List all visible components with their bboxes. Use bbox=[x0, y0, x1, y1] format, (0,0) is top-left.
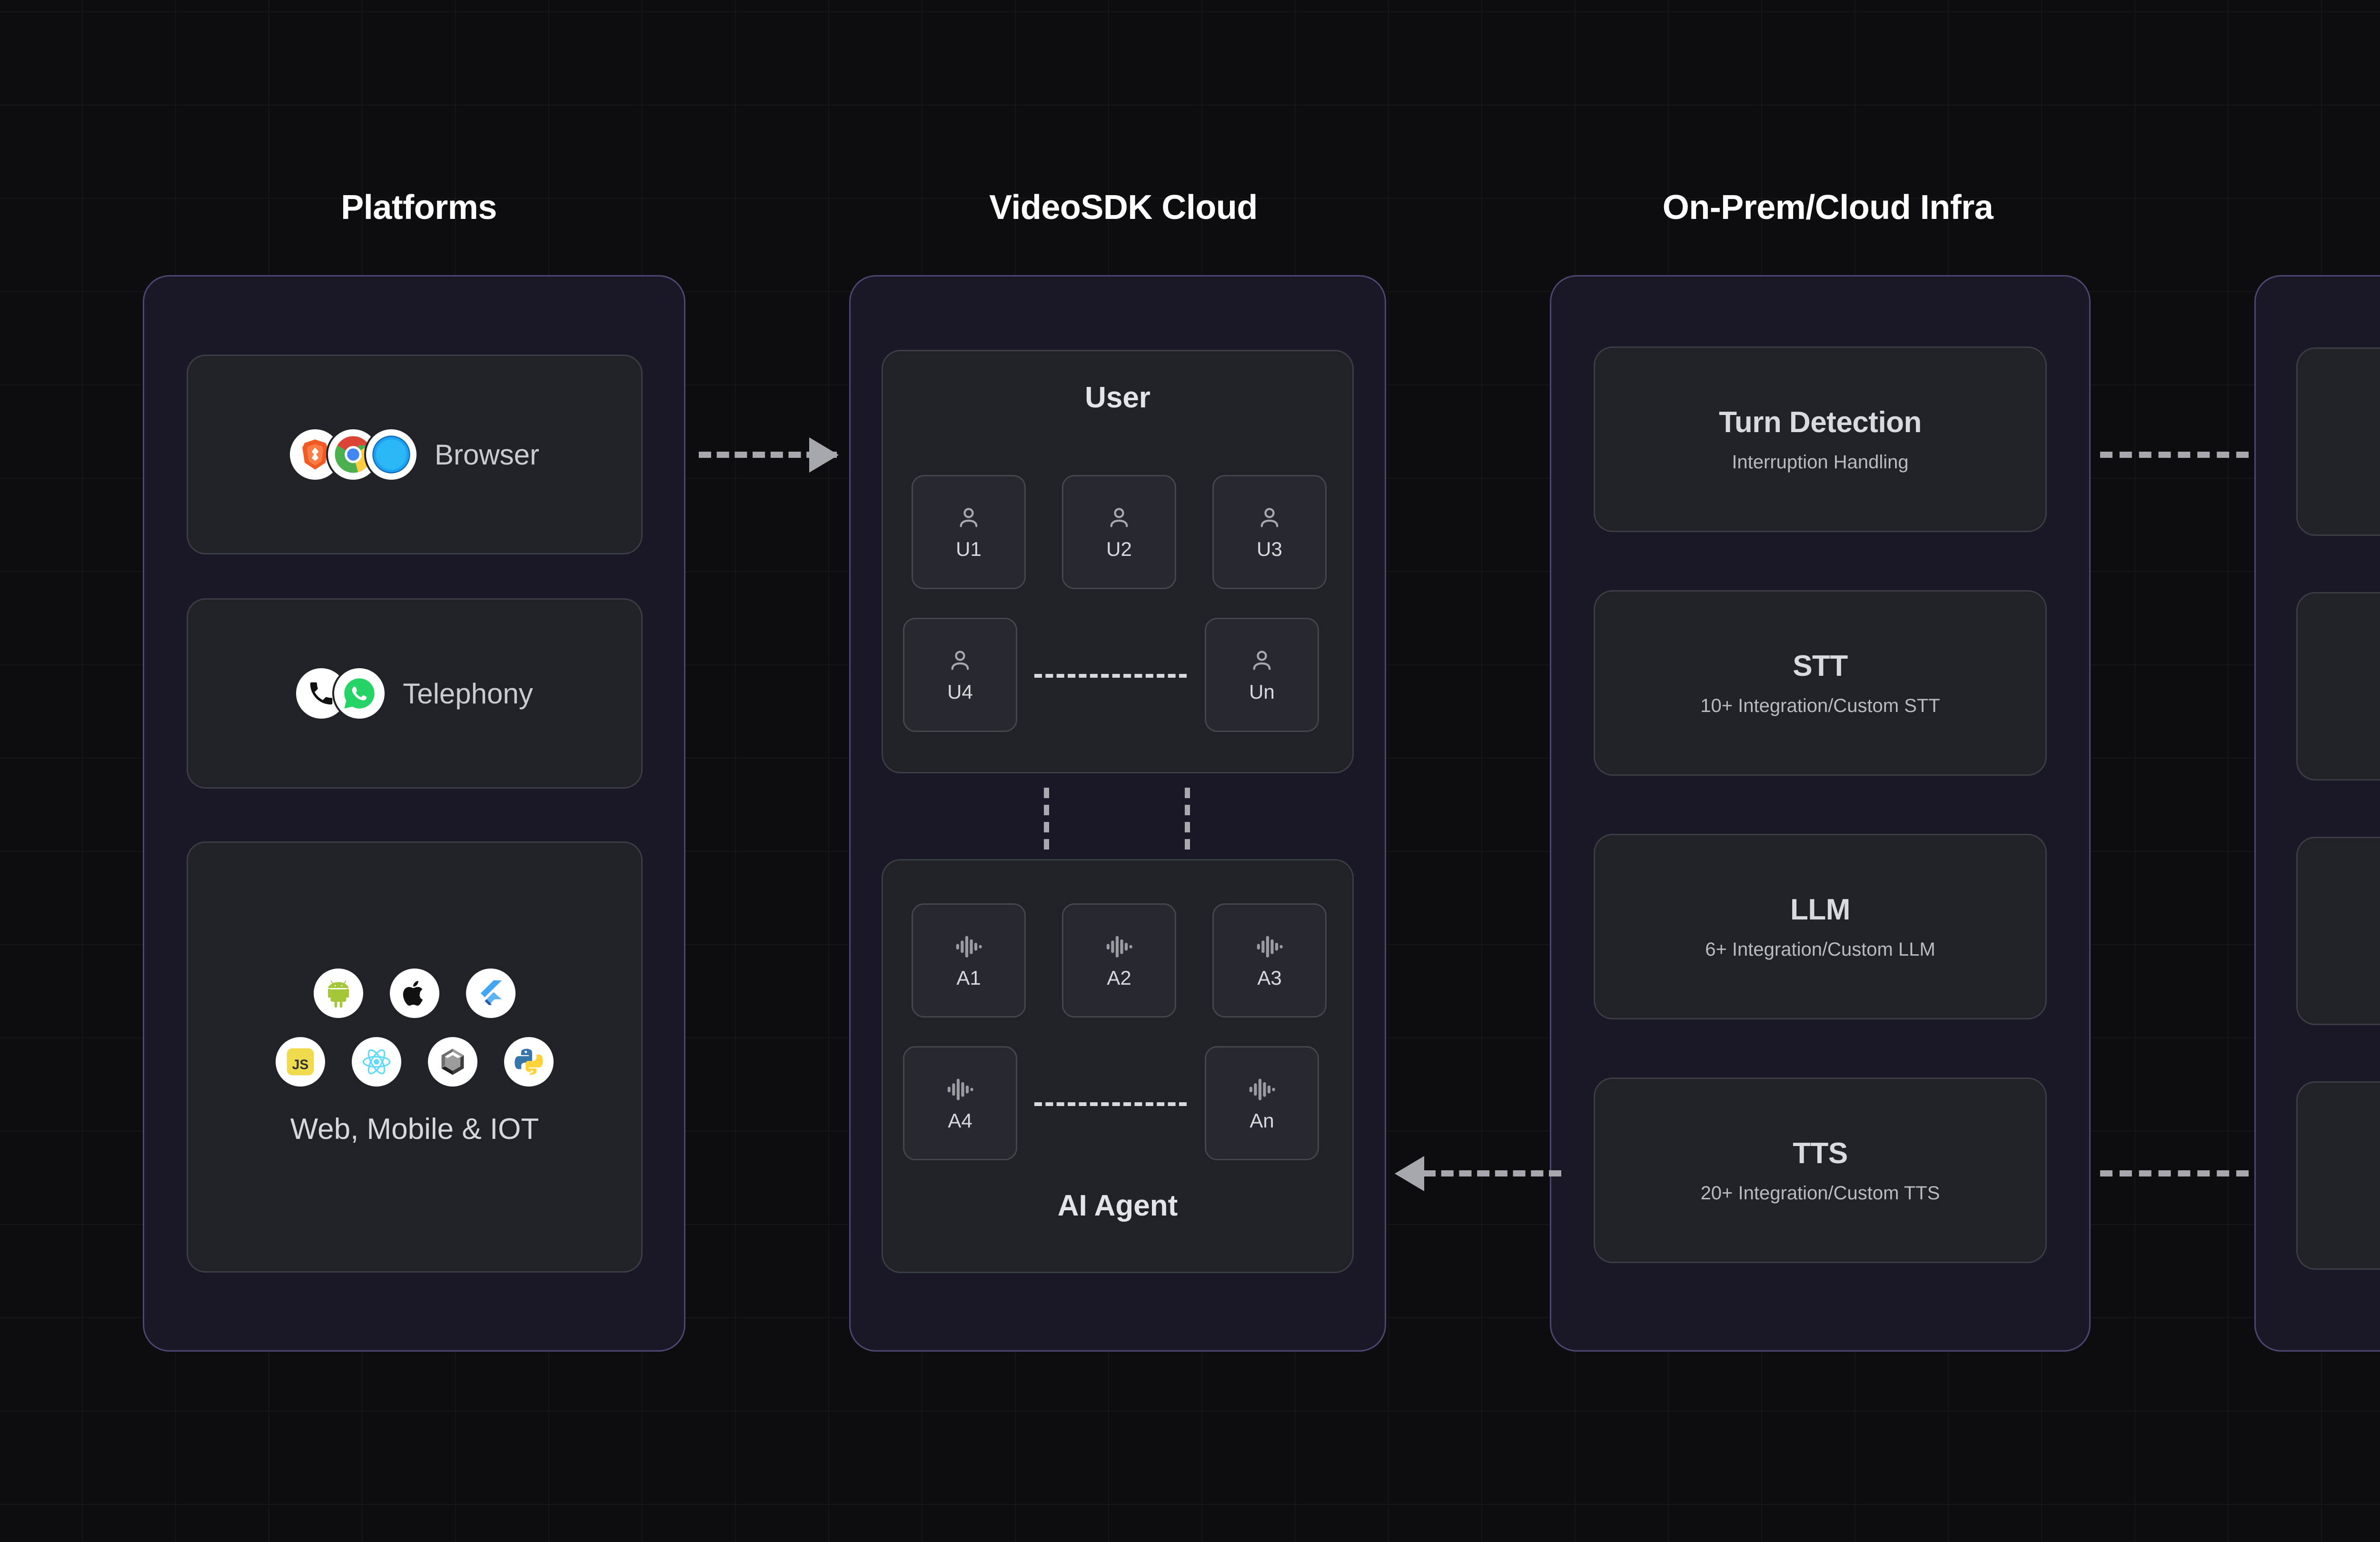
person-icon bbox=[951, 651, 969, 670]
connector-infra-to-agentworker-top bbox=[2100, 452, 2249, 458]
infra-card-title-llm: LLM bbox=[1790, 893, 1850, 926]
apple-icon bbox=[390, 968, 439, 1018]
agent-worker-card-pipeline[interactable]: Pipeline (Data handling) bbox=[2296, 347, 2380, 536]
connector-infra-to-agentworker-bottom bbox=[2100, 1170, 2249, 1176]
column-header-onprem-cloud-infra: On-Prem/Cloud Infra bbox=[1662, 188, 1993, 227]
person-icon bbox=[1260, 508, 1279, 527]
chrome-icon bbox=[327, 429, 378, 480]
arrowhead-platforms-to-videosdk bbox=[809, 437, 839, 473]
infra-card-title-stt: STT bbox=[1793, 650, 1848, 682]
connector-platforms-to-videosdk bbox=[699, 452, 837, 458]
column-header-agent-worker: Agent Worker bbox=[2256, 188, 2380, 227]
infra-card-subtitle-llm: 6+ Integration/Custom LLM bbox=[1705, 939, 1935, 960]
waveform-icon bbox=[1106, 936, 1132, 958]
user-box-un[interactable]: Un bbox=[1205, 618, 1319, 732]
person-icon bbox=[1253, 651, 1271, 670]
telephony-icon-stack bbox=[296, 668, 385, 719]
agent-label-an: An bbox=[1250, 1109, 1274, 1132]
connector-infra-to-videosdk bbox=[1423, 1170, 1561, 1176]
user-row-connector bbox=[1034, 674, 1187, 678]
svg-text:JS: JS bbox=[292, 1057, 309, 1072]
infra-card-llm[interactable]: LLM 6+ Integration/Custom LLM bbox=[1594, 834, 2047, 1019]
agent-box-a4[interactable]: A4 bbox=[903, 1046, 1017, 1160]
ai-agent-panel-title: AI Agent bbox=[1057, 1189, 1178, 1222]
column-header-platforms: Platforms bbox=[341, 188, 497, 227]
infra-card-title-turn-detection: Turn Detection bbox=[1719, 406, 1922, 439]
user-panel: User U1 U2 U3 bbox=[882, 350, 1354, 773]
user-label-u3: U3 bbox=[1257, 538, 1282, 560]
agent-box-a1[interactable]: A1 bbox=[912, 903, 1026, 1018]
android-icon bbox=[314, 968, 363, 1018]
agent-worker-card-mcp[interactable]: MCP (Multi-Channel Processor) bbox=[2296, 592, 2380, 781]
user-box-u1[interactable]: U1 bbox=[912, 475, 1026, 589]
agent-box-a3[interactable]: A3 bbox=[1212, 903, 1327, 1018]
browser-icon-stack bbox=[289, 429, 416, 480]
infra-card-stt[interactable]: STT 10+ Integration/Custom STT bbox=[1594, 590, 2047, 776]
agent-worker-card-flow[interactable]: Flow (Conversation logic) bbox=[2296, 1081, 2380, 1270]
tech-icon-row-2: JS bbox=[276, 1037, 554, 1087]
infra-card-subtitle-tts: 20+ Integration/Custom TTS bbox=[1700, 1183, 1940, 1204]
agent-label-a3: A3 bbox=[1257, 967, 1282, 989]
infra-card-subtitle-turn-detection: Interruption Handling bbox=[1732, 452, 1909, 473]
user-box-u3[interactable]: U3 bbox=[1212, 475, 1327, 589]
waveform-icon bbox=[1257, 936, 1283, 958]
user-agent-connector-right bbox=[1185, 788, 1190, 850]
user-panel-title: User bbox=[1085, 381, 1150, 414]
user-label-u2: U2 bbox=[1106, 538, 1132, 560]
flutter-icon bbox=[466, 968, 516, 1018]
agent-label-a2: A2 bbox=[1107, 967, 1131, 989]
platform-row-web-mobile-iot[interactable]: JS bbox=[187, 841, 643, 1273]
platform-label-browser: Browser bbox=[434, 438, 540, 471]
user-label-u4: U4 bbox=[947, 681, 973, 703]
waveform-icon bbox=[956, 936, 982, 958]
tech-icon-row-1 bbox=[314, 968, 516, 1018]
infra-card-tts[interactable]: TTS 20+ Integration/Custom TTS bbox=[1594, 1077, 2047, 1263]
unity-icon bbox=[428, 1037, 477, 1087]
agent-worker-card-tools[interactable]: Tools (Internal integrations) bbox=[2296, 837, 2380, 1025]
agent-row-connector bbox=[1034, 1102, 1187, 1106]
agent-box-an[interactable]: An bbox=[1205, 1046, 1319, 1160]
react-icon bbox=[352, 1037, 401, 1087]
user-box-u2[interactable]: U2 bbox=[1062, 475, 1176, 589]
infra-card-turn-detection[interactable]: Turn Detection Interruption Handling bbox=[1594, 346, 2047, 532]
arrowhead-infra-to-videosdk bbox=[1395, 1156, 1424, 1191]
platform-label-telephony: Telephony bbox=[403, 677, 533, 710]
user-label-u1: U1 bbox=[956, 538, 982, 560]
user-agent-connector-left bbox=[1044, 788, 1049, 850]
javascript-icon: JS bbox=[276, 1037, 325, 1087]
platform-row-telephony[interactable]: Telephony bbox=[187, 598, 643, 789]
user-box-u4[interactable]: U4 bbox=[903, 618, 1017, 732]
agent-label-a1: A1 bbox=[956, 967, 981, 989]
waveform-icon bbox=[1249, 1078, 1275, 1100]
infra-card-title-tts: TTS bbox=[1793, 1137, 1848, 1170]
agent-label-a4: A4 bbox=[948, 1109, 972, 1132]
safari-icon bbox=[366, 429, 416, 480]
python-icon bbox=[504, 1037, 554, 1087]
platform-row-browser[interactable]: Browser bbox=[187, 355, 643, 554]
user-label-un: Un bbox=[1249, 681, 1275, 703]
infra-card-subtitle-stt: 10+ Integration/Custom STT bbox=[1700, 695, 1940, 716]
agent-box-a2[interactable]: A2 bbox=[1062, 903, 1176, 1018]
person-icon bbox=[960, 508, 978, 527]
waveform-icon bbox=[947, 1078, 973, 1100]
ai-agent-panel: A1 A2 bbox=[882, 859, 1354, 1273]
column-header-videosdk-cloud: VideoSDK Cloud bbox=[989, 188, 1258, 227]
person-icon bbox=[1110, 508, 1128, 527]
platform-label-web-mobile-iot: Web, Mobile & IOT bbox=[290, 1112, 539, 1146]
whatsapp-icon bbox=[334, 668, 385, 719]
